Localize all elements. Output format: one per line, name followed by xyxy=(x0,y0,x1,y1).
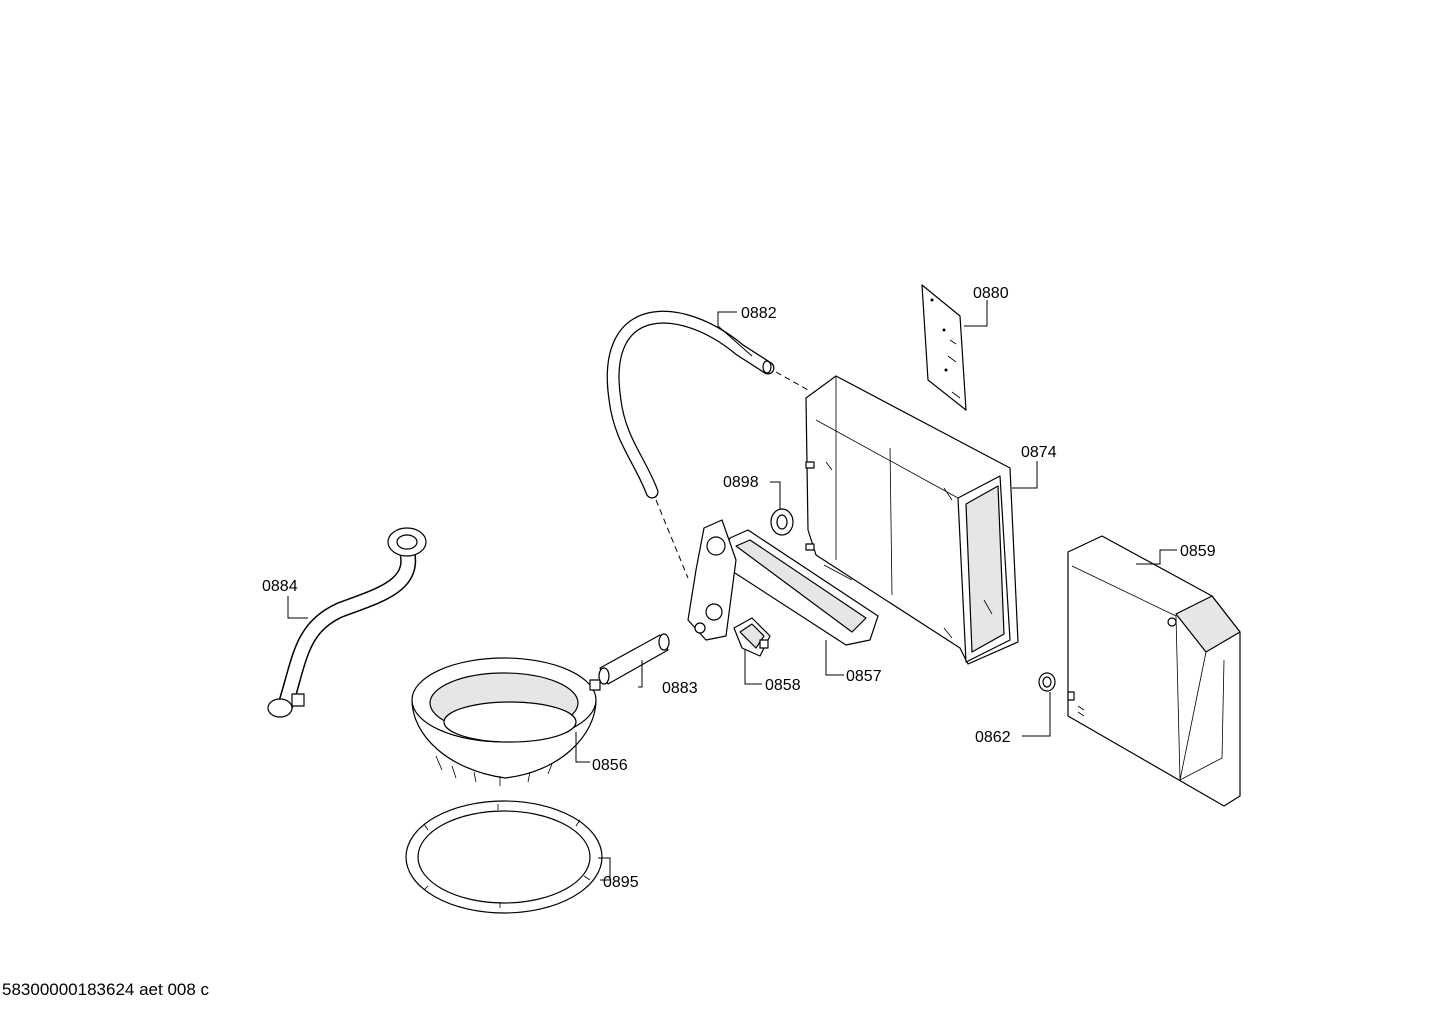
callout-0883: 0883 xyxy=(662,680,698,697)
callout-0882: 0882 xyxy=(741,305,777,322)
callout-0862: 0862 xyxy=(975,729,1011,746)
part-0898-seal xyxy=(770,508,794,536)
callout-0884: 0884 xyxy=(262,578,298,595)
callout-0874: 0874 xyxy=(1021,444,1057,461)
part-0857-channel xyxy=(687,519,879,646)
part-0884-pipe xyxy=(267,527,427,718)
assembly-line xyxy=(655,499,689,579)
document-id: 58300000183624 aet 008 c xyxy=(2,980,210,999)
part-0882-hose xyxy=(606,310,775,499)
part-0862-oring xyxy=(1038,672,1056,692)
callout-0856: 0856 xyxy=(592,757,628,774)
leader-lines xyxy=(287,300,1177,881)
callout-0858: 0858 xyxy=(765,677,801,694)
part-0858-valve xyxy=(733,617,771,657)
part-0874-housing xyxy=(805,375,1019,665)
callout-0895: 0895 xyxy=(603,874,639,891)
part-0859-cover xyxy=(1067,535,1241,807)
part-0880-board xyxy=(921,284,967,411)
part-0883-tube xyxy=(598,633,670,685)
assembly-line xyxy=(775,371,809,391)
callout-0880: 0880 xyxy=(973,285,1009,302)
callout-0857: 0857 xyxy=(846,668,882,685)
callout-0859: 0859 xyxy=(1180,543,1216,560)
part-0856-bowl xyxy=(411,657,601,786)
callout-0898: 0898 xyxy=(723,474,759,491)
part-0895-ring xyxy=(405,800,603,914)
